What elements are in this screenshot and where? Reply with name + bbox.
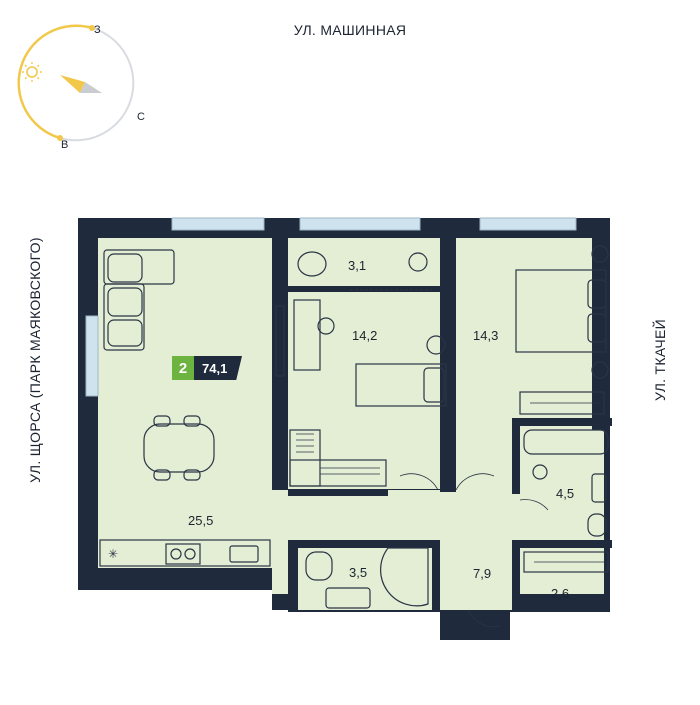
room-count: 2 [172,356,194,380]
sun-icon [22,62,42,82]
apartment-badge: 2 74,1 [172,356,242,380]
compass-north: С [137,111,145,123]
room-bathroom-small-area: 3,5 [349,565,368,580]
compass-needle-icon [60,75,102,93]
room-bedroom-large-area: 14,3 [473,328,499,343]
room-bedroom-small-area: 14,2 [352,328,378,343]
shower-icon [380,547,429,607]
bed-large-icon [515,269,607,353]
windows [85,217,577,397]
armchair-icon [297,251,327,277]
room-balcony-area: 3,1 [348,258,367,273]
room-living-area: 25,5 [188,513,214,528]
desk-icon [293,299,321,371]
dining-table-icon [143,423,215,473]
compass-east: В [61,139,68,150]
floors [98,238,604,610]
toilet-icon [305,551,333,581]
plant-icon [408,252,428,272]
kitchen-counter-icon [99,539,271,567]
total-area: 74,1 [194,356,242,380]
room-storage-area: 2,6 [551,586,570,601]
bathtub-icon [523,429,609,455]
compass-west: З [94,24,101,36]
room-bathroom-large-area: 4,5 [556,486,575,501]
street-top-label: УЛ. МАШИННАЯ [293,22,407,38]
sink-icon [325,587,371,609]
room-hall-area: 7,9 [473,566,492,581]
svg-text:✳: ✳ [108,547,118,561]
compass: З С В [10,20,150,151]
furniture: ✳ [99,245,609,628]
bed-small-icon [355,363,447,407]
